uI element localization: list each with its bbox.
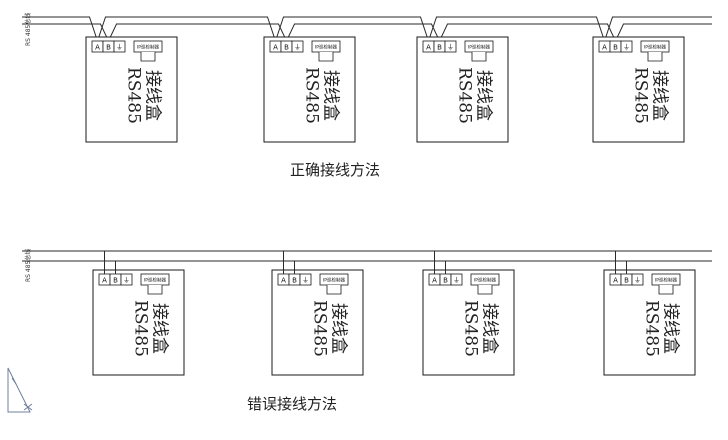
ground-icon: ⏚: [294, 44, 301, 52]
controller-connector: [147, 285, 163, 295]
terminal-label: B: [113, 277, 118, 285]
bus-label-top: RS 485总线: [24, 13, 32, 46]
box-label-junction: 接线盒: [143, 70, 163, 121]
junction-box-outline: [263, 36, 356, 143]
controller-label: IP巡检制器: [644, 44, 667, 51]
controller-label: IP巡检制器: [137, 44, 160, 51]
junction-box-outline: [416, 36, 509, 143]
ground-icon: ⏚: [623, 44, 630, 52]
controller-label: IP巡检制器: [474, 277, 497, 284]
controller-connector: [658, 285, 674, 295]
box-label-junction: 接线盒: [661, 303, 681, 354]
ground-terminal: [120, 273, 133, 286]
terminal-label: A: [432, 277, 437, 285]
box-label-rs485: RS485: [124, 67, 144, 124]
box-label-rs485: RS485: [302, 67, 322, 124]
wrong-caption: 错误接线方法: [247, 395, 337, 413]
box-label-rs485: RS485: [642, 300, 662, 357]
ground-icon: ⏚: [634, 277, 641, 285]
box-label-rs485: RS485: [131, 300, 151, 357]
box-label-junction: 接线盒: [650, 70, 670, 121]
terminal-label: A: [613, 277, 618, 285]
junction-box-outline: [85, 36, 178, 143]
controller-label: IP巡检制器: [315, 44, 338, 51]
terminal-label: A: [95, 44, 100, 52]
controller-connector: [326, 285, 342, 295]
terminal-label: B: [106, 44, 111, 52]
controller-label: IP巡检制器: [655, 277, 678, 284]
controller-connector: [140, 52, 156, 62]
box-label-junction: 接线盒: [329, 303, 349, 354]
terminal-label: A: [281, 277, 286, 285]
ground-terminal: [620, 40, 633, 53]
ground-terminal: [444, 40, 457, 53]
ground-icon: ⏚: [447, 44, 454, 52]
ground-terminal: [299, 273, 312, 286]
bus-label-bottom: RS 485总线: [24, 249, 32, 282]
controller-connector: [471, 52, 487, 62]
ground-terminal: [113, 40, 126, 53]
ground-terminal: [450, 273, 463, 286]
controller-label: IP巡检制器: [323, 277, 346, 284]
ground-icon: ⏚: [453, 277, 460, 285]
terminal-label: A: [426, 44, 431, 52]
box-label-rs485: RS485: [461, 300, 481, 357]
correct-caption: 正确接线方法: [290, 161, 380, 179]
box-label-junction: 接线盒: [150, 303, 170, 354]
controller-connector: [647, 52, 663, 62]
ground-terminal: [291, 40, 304, 53]
terminal-label: B: [437, 44, 442, 52]
terminal-label: A: [273, 44, 278, 52]
corner-artifact: [7, 367, 33, 413]
ground-terminal: [631, 273, 644, 286]
box-label-rs485: RS485: [455, 67, 475, 124]
junction-box-outline: [92, 269, 185, 376]
ground-icon: ⏚: [116, 44, 123, 52]
controller-connector: [318, 52, 334, 62]
controller-connector: [477, 285, 493, 295]
terminal-label: B: [613, 44, 618, 52]
box-label-junction: 接线盒: [474, 70, 494, 121]
terminal-label: A: [102, 277, 107, 285]
terminal-label: B: [443, 277, 448, 285]
junction-box-outline: [422, 269, 515, 376]
box-label-rs485: RS485: [310, 300, 330, 357]
box-label-rs485: RS485: [631, 67, 651, 124]
box-label-junction: 接线盒: [321, 70, 341, 121]
junction-box-outline: [603, 269, 696, 376]
box-label-junction: 接线盒: [480, 303, 500, 354]
terminal-label: B: [624, 277, 629, 285]
controller-label: IP巡检制器: [144, 277, 167, 284]
junction-box-outline: [592, 36, 685, 143]
terminal-label: B: [292, 277, 297, 285]
controller-label: IP巡检制器: [468, 44, 491, 51]
terminal-label: A: [602, 44, 607, 52]
junction-box-outline: [271, 269, 364, 376]
ground-icon: ⏚: [302, 277, 309, 285]
terminal-label: B: [284, 44, 289, 52]
ground-icon: ⏚: [123, 277, 130, 285]
